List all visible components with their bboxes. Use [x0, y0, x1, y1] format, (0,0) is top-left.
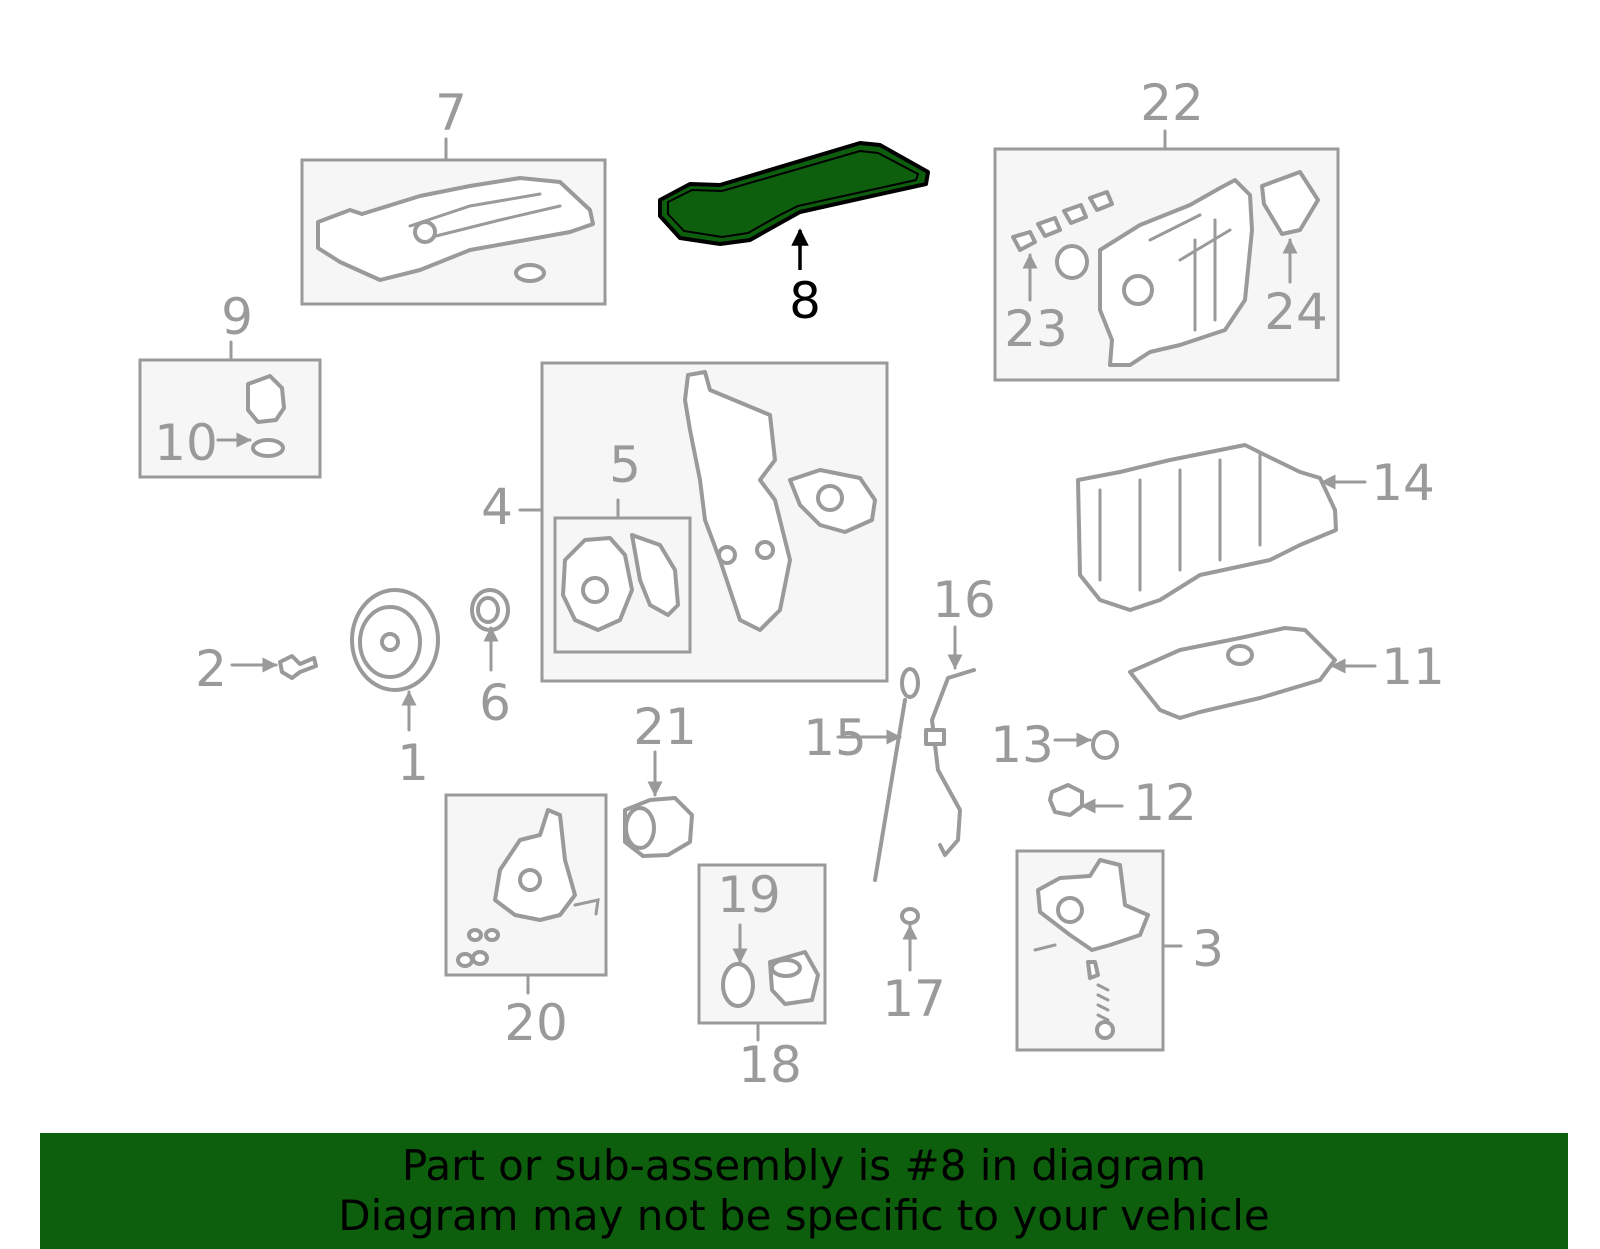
oil-pan-group[interactable]	[1128, 626, 1377, 720]
callout-13: 13	[990, 716, 1054, 774]
callout-7: 7	[435, 84, 467, 142]
oil-filter-box	[697, 863, 827, 1025]
info-banner: Part or sub-assembly is #8 in diagram Di…	[40, 1133, 1568, 1249]
callout-6: 6	[479, 674, 511, 732]
callout-5: 5	[609, 436, 641, 494]
valve-cover-icon	[316, 176, 595, 282]
callout-20: 20	[504, 994, 568, 1052]
callout-19: 19	[717, 866, 781, 924]
callout-21: 21	[633, 698, 697, 756]
callout-24: 24	[1264, 283, 1328, 341]
crank-seal-group[interactable]	[470, 588, 510, 672]
valve-cover-group[interactable]	[300, 137, 607, 306]
drain-gasket-group[interactable]	[1053, 730, 1119, 760]
oil-filler-box	[138, 358, 322, 479]
callout-16: 16	[932, 571, 996, 629]
callout-4: 4	[481, 478, 513, 536]
throttle-cover-icon	[1260, 170, 1320, 236]
timing-cover-group[interactable]	[518, 361, 889, 683]
callout-15: 15	[803, 709, 867, 767]
callout-11: 11	[1381, 638, 1445, 696]
gasket-row-icon	[1011, 190, 1114, 252]
banner-line-1: Part or sub-assembly is #8 in diagram	[401, 1141, 1207, 1190]
callout-14: 14	[1371, 454, 1435, 512]
upper-oil-pan-icon	[1076, 443, 1338, 612]
dipstick-icon	[873, 698, 907, 882]
oil-pump-icon	[493, 808, 577, 922]
drain-plug-icon	[1048, 783, 1084, 817]
oil-pump-group[interactable]	[444, 793, 608, 995]
pulley-bolt-icon	[278, 654, 318, 680]
upper-oil-pan-group[interactable]	[1076, 443, 1367, 612]
callout-9: 9	[221, 288, 253, 346]
intake-manifold-group[interactable]	[993, 129, 1340, 382]
drain-gasket-icon	[1091, 730, 1119, 760]
oil-filler-cap-group[interactable]	[138, 340, 322, 479]
oil-filter-cap-group[interactable]	[623, 750, 694, 858]
oil-pan-icon	[1128, 626, 1337, 720]
timing-cover-icon	[683, 370, 792, 632]
crank-pulley-group[interactable]	[350, 588, 440, 732]
gasket-8-icon	[658, 141, 930, 246]
banner-line-2: Diagram may not be specific to your vehi…	[338, 1191, 1270, 1240]
callout-12: 12	[1133, 774, 1197, 832]
callout-18: 18	[738, 1036, 802, 1094]
callout-10: 10	[154, 414, 218, 472]
pulley-bolt-group[interactable]	[230, 654, 318, 680]
dipstick-group[interactable]	[836, 625, 976, 882]
balancer-icon	[1036, 858, 1150, 952]
callout-17: 17	[882, 970, 946, 1028]
drain-plug-group[interactable]	[1048, 783, 1124, 817]
callout-1: 1	[397, 734, 429, 792]
callout-23: 23	[1004, 300, 1068, 358]
dipstick-oring-icon	[900, 907, 920, 925]
dipstick-oring-group[interactable]	[900, 907, 920, 972]
callout-8: 8	[789, 272, 821, 330]
dipstick-tube-icon	[930, 668, 976, 857]
o-ring-icon	[721, 962, 755, 1008]
callout-3: 3	[1192, 920, 1224, 978]
oil-filler-cap-icon	[246, 374, 286, 424]
callout-2: 2	[195, 640, 227, 698]
oil-pan-gasket-highlighted[interactable]	[658, 141, 930, 270]
balancer-group[interactable]	[1015, 849, 1183, 1052]
water-pump-gasket-icon	[630, 533, 680, 617]
oil-filter-group[interactable]	[697, 863, 827, 1042]
callout-22: 22	[1140, 74, 1204, 132]
